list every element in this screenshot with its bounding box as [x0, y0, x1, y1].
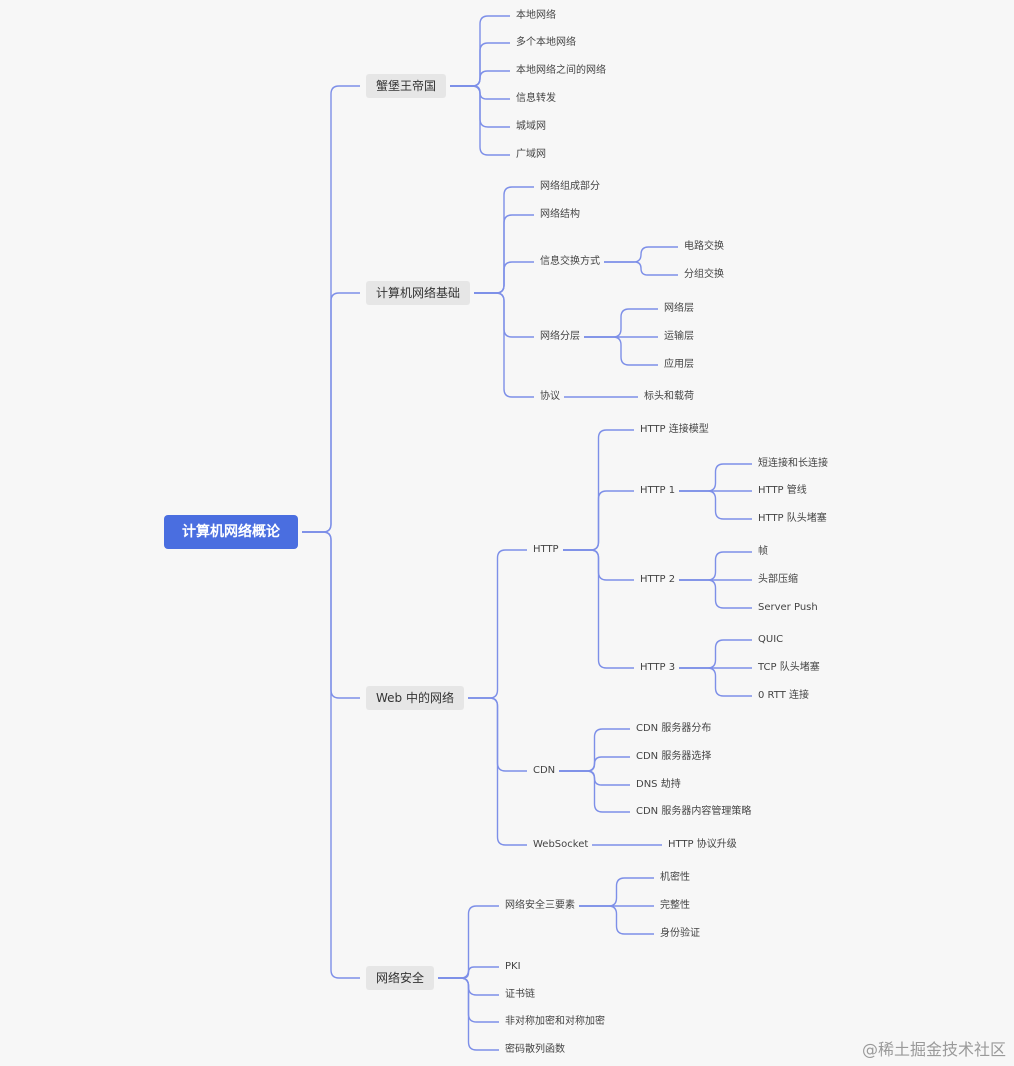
topic-node-1-4-0[interactable]: 标头和载荷	[644, 391, 694, 402]
topic-node-2-0-3-2[interactable]: 0 RTT 连接	[758, 690, 809, 701]
topic-node-0-3[interactable]: 信息转发	[516, 93, 556, 104]
topic-node-3-1[interactable]: PKI	[505, 961, 521, 972]
topic-node-0[interactable]: 蟹堡王帝国	[366, 74, 447, 98]
connector-3-1	[438, 966, 499, 979]
connector-0-5	[450, 85, 510, 156]
topic-node-2-0-2-0[interactable]: 帧	[758, 546, 768, 557]
topic-node-3-0-2[interactable]: 身份验证	[660, 928, 700, 939]
connector-1-4	[474, 292, 534, 398]
connector-2-0-2-2	[679, 579, 752, 609]
connector-2-0-3-2	[679, 667, 752, 697]
connector-1-3-2	[584, 336, 658, 366]
topic-node-0-2[interactable]: 本地网络之间的网络	[516, 65, 606, 76]
topic-node-1-3-0[interactable]: 网络层	[664, 303, 694, 314]
topic-node-1-3[interactable]: 网络分层	[540, 331, 580, 342]
topic-node-2-0-3-0[interactable]: QUIC	[758, 634, 784, 645]
topic-node-2-0-2-1[interactable]: 头部压缩	[758, 574, 798, 585]
connector-1-2	[474, 261, 534, 294]
watermark: @稀土掘金技术社区	[861, 1040, 1006, 1059]
topic-node-2[interactable]: Web 中的网络	[366, 686, 464, 710]
connector-2-0	[468, 549, 527, 699]
topic-node-2-0-1[interactable]: HTTP 1	[640, 485, 676, 496]
connector-2-1-3	[559, 770, 630, 813]
topic-node-2-0-1-1[interactable]: HTTP 管线	[758, 485, 807, 496]
topic-node-0-5[interactable]: 广域网	[516, 149, 546, 160]
topic-node-1-2-1[interactable]: 分组交换	[684, 269, 724, 280]
connector-2-0-3	[563, 549, 634, 669]
connector-1	[302, 292, 360, 533]
topic-node-3-4[interactable]: 密码散列函数	[505, 1044, 565, 1055]
topic-node-1-4[interactable]: 协议	[540, 391, 560, 402]
topic-node-2-0-3-1[interactable]: TCP 队头堵塞	[758, 662, 820, 673]
topic-node-2-1-3[interactable]: CDN 服务器内容管理策略	[636, 806, 752, 817]
topic-node-2-1-2[interactable]: DNS 劫持	[636, 779, 681, 790]
connector-3-0-2	[579, 905, 654, 935]
topic-node-2-0-1-0[interactable]: 短连接和长连接	[758, 458, 828, 469]
topic-node-1-0[interactable]: 网络组成部分	[540, 181, 600, 192]
topic-node-3-0[interactable]: 网络安全三要素	[505, 900, 575, 911]
topic-node-2-2[interactable]: WebSocket	[533, 839, 589, 850]
topic-node-0-1[interactable]: 多个本地网络	[516, 37, 576, 48]
connector-2-0-1	[563, 490, 634, 551]
topic-node-3[interactable]: 网络安全	[366, 966, 435, 990]
connector-2-2	[468, 697, 527, 846]
topic-node-2-0-0[interactable]: HTTP 连接模型	[640, 424, 709, 435]
topic-node-3-0-0[interactable]: 机密性	[660, 872, 690, 883]
connector-3	[302, 531, 360, 979]
topic-node-2-0-3[interactable]: HTTP 3	[640, 662, 676, 673]
topic-node-2-0-1-2[interactable]: HTTP 队头堵塞	[758, 513, 827, 524]
topic-node-1[interactable]: 计算机网络基础	[366, 281, 471, 305]
topic-node-2-1-1[interactable]: CDN 服务器选择	[636, 751, 712, 762]
topic-node-0-0[interactable]: 本地网络	[516, 10, 556, 21]
topic-node-2-0-2-2[interactable]: Server Push	[758, 602, 818, 613]
topic-node-2-2-0[interactable]: HTTP 协议升级	[668, 839, 737, 850]
topic-node-2-0[interactable]: HTTP	[533, 544, 559, 555]
topic-node-1-2[interactable]: 信息交换方式	[540, 256, 600, 267]
connector-1-2-1	[604, 261, 678, 276]
connector-3-4	[438, 977, 499, 1051]
topic-node-2-1[interactable]: CDN	[533, 765, 556, 776]
topic-node-0-4[interactable]: 城域网	[516, 121, 546, 132]
connector-2-0-1-2	[679, 490, 752, 520]
topic-node-1-1[interactable]: 网络结构	[540, 209, 580, 220]
topic-node-1-3-1[interactable]: 运输层	[664, 331, 694, 342]
topic-node-2-0-2[interactable]: HTTP 2	[640, 574, 676, 585]
root-node[interactable]: 计算机网络概论	[164, 515, 298, 549]
topic-node-1-3-2[interactable]: 应用层	[664, 359, 694, 370]
topic-node-3-2[interactable]: 证书链	[505, 989, 535, 1000]
topic-node-3-0-1[interactable]: 完整性	[660, 900, 690, 911]
topic-node-1-2-0[interactable]: 电路交换	[684, 241, 724, 252]
topic-node-2-1-0[interactable]: CDN 服务器分布	[636, 723, 712, 734]
topic-node-3-3[interactable]: 非对称加密和对称加密	[505, 1016, 605, 1027]
